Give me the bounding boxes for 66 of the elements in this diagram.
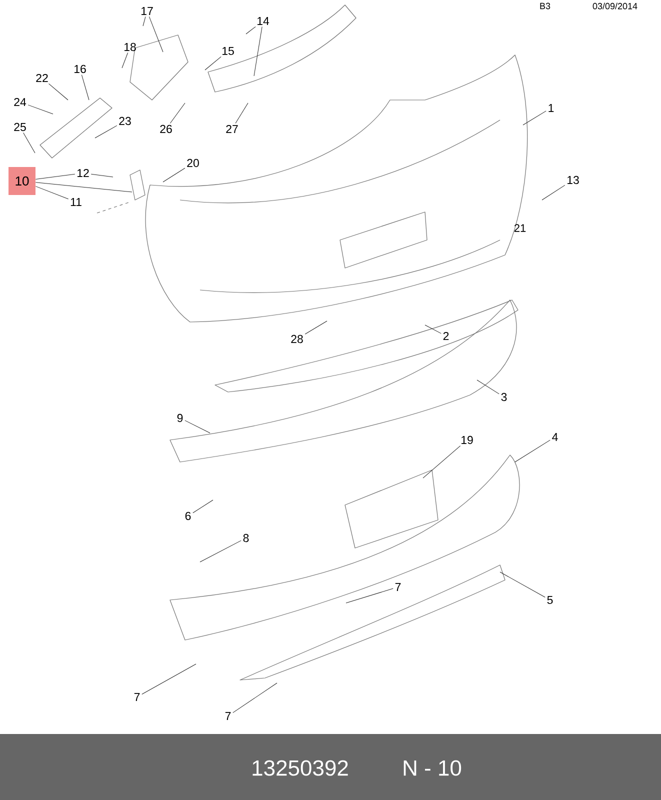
callout-number: 2 [443, 332, 449, 340]
callout-number: 24 [14, 98, 26, 106]
footer-text: N - 10 [404, 760, 462, 776]
leader-line [424, 324, 442, 334]
leader-line [28, 104, 54, 114]
callout-number: 1 [548, 104, 554, 112]
callout-number: 26 [160, 124, 172, 134]
leader-line [142, 664, 196, 695]
callout-number: 7 [134, 693, 140, 701]
leader-line [81, 74, 90, 100]
leader-line [94, 125, 118, 138]
leader-line [23, 132, 36, 154]
callout-number: 11 [70, 198, 82, 206]
callout-number: 28 [291, 334, 303, 344]
leader-line [90, 174, 114, 178]
callout-number: 22 [36, 74, 48, 82]
callout-number: 17 [141, 7, 153, 15]
callout-number: 14 [257, 17, 270, 25]
callout-number: 4 [552, 433, 558, 441]
leader-line [192, 500, 214, 514]
leader-line [162, 168, 186, 182]
callout-number: 16 [74, 64, 86, 74]
callout-number: 15 [222, 47, 234, 55]
leader-line [232, 682, 278, 713]
callout-number: 21 [514, 224, 526, 232]
leader-line [254, 26, 262, 76]
highlighted-callout-number: 10 [8, 167, 36, 195]
leader-line [235, 102, 248, 124]
callout-number: 5 [547, 596, 553, 604]
footer-text: 13250392 [252, 760, 348, 776]
callout-number: 3 [501, 392, 507, 402]
leader-line [122, 52, 128, 68]
callout-number: 6 [185, 512, 191, 520]
leader-line [514, 440, 550, 462]
leader-line [48, 83, 68, 100]
callout-number: 19 [462, 436, 473, 444]
callout-number: 12 [77, 168, 89, 178]
callout-number: 13 [568, 176, 579, 184]
leader-line [346, 588, 394, 604]
callout-number: 18 [124, 42, 136, 52]
callout-number: 7 [225, 712, 231, 720]
callout-number: 9 [177, 414, 183, 422]
leader-line [35, 182, 132, 192]
leader-line [422, 446, 461, 478]
leader-line [246, 26, 256, 34]
leader-line [184, 420, 210, 434]
callout-number: 23 [119, 116, 131, 126]
callout-number: 7 [395, 583, 401, 591]
leader-line [500, 572, 546, 598]
leader-line [522, 110, 546, 126]
leader-line [476, 380, 500, 394]
callout-number: 8 [243, 534, 249, 542]
leader-line [200, 540, 242, 562]
callout-number: 20 [187, 158, 199, 168]
leader-line [148, 16, 164, 52]
leader-line [35, 174, 76, 180]
callout-number: 27 [226, 124, 238, 134]
leader-line [142, 16, 146, 26]
leader-line [542, 184, 566, 200]
leader-line [35, 186, 69, 200]
header-text: B3 [540, 2, 550, 10]
callout-number: 25 [14, 122, 26, 132]
leader-line [304, 320, 328, 334]
header-text: 03/09/2014 [592, 2, 638, 10]
leader-line [170, 102, 186, 124]
leader-line [204, 56, 222, 70]
